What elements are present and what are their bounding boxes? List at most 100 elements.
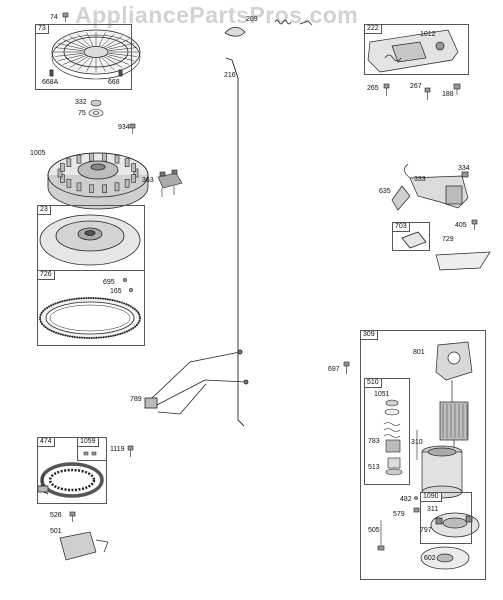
label-209: 209	[246, 16, 258, 23]
box-309: 309	[360, 330, 486, 580]
fan-blade	[131, 174, 137, 183]
box-1059: 1059	[77, 437, 107, 461]
label-1119: 1119	[110, 446, 125, 453]
label-332: 332	[75, 99, 87, 106]
fan-blade	[114, 154, 120, 164]
screen-spoke	[106, 55, 129, 65]
box-474: 474	[37, 437, 107, 504]
box-474-number: 474	[38, 438, 55, 447]
screen-spoke	[86, 57, 94, 72]
flywheel-ring-assembly	[39, 214, 141, 266]
ring-gear	[39, 297, 141, 339]
box-1059-number: 1059	[78, 438, 99, 447]
fan-blade	[76, 182, 82, 192]
fan-blade	[59, 163, 65, 172]
label-513: 513	[368, 464, 380, 471]
label-1012: 1012	[420, 31, 436, 38]
label-267: 267	[410, 83, 422, 90]
box-309-number: 309	[361, 331, 378, 340]
box-222: 222	[364, 24, 469, 75]
starter-end-cap	[430, 512, 480, 538]
box-703-number: 703	[393, 223, 410, 232]
fan-blade	[102, 184, 107, 194]
screen-spoke	[101, 33, 115, 47]
label-334: 334	[458, 165, 470, 172]
screen-spoke	[55, 47, 84, 51]
label-1051: 1051	[374, 391, 390, 398]
wire-link	[225, 57, 245, 427]
screw-74	[62, 12, 69, 22]
screen-spoke	[108, 47, 137, 51]
control-cable	[144, 349, 249, 415]
label-526: 526	[50, 512, 62, 519]
screen-spoke	[58, 54, 85, 61]
screen-spoke	[101, 57, 115, 71]
label-729: 729	[442, 236, 454, 243]
screen-spoke	[63, 39, 86, 49]
box-73-number: 73	[36, 25, 49, 34]
screen-spoke	[77, 33, 91, 47]
label-602: 602	[424, 555, 436, 562]
box-1090: 1090	[420, 492, 472, 544]
box-510: 510	[364, 378, 410, 485]
label-311: 311	[427, 506, 439, 513]
fan-blade	[66, 158, 72, 168]
label-695: 695	[103, 279, 115, 286]
screen-spoke	[55, 53, 84, 57]
label-635: 635	[379, 188, 391, 195]
label-216: 216	[224, 72, 236, 79]
box-1090-number: 1090	[421, 493, 442, 502]
screen-spoke	[77, 57, 91, 71]
stator	[37, 462, 104, 498]
label-783: 783	[368, 438, 380, 445]
label-934: 934	[118, 124, 130, 131]
screen-spoke	[107, 43, 134, 50]
rectifier	[59, 531, 109, 561]
fan-blade	[76, 154, 82, 164]
screen-spoke	[58, 43, 85, 50]
screen-spoke	[69, 56, 89, 68]
flywheel	[47, 152, 149, 210]
armature-screws	[157, 169, 183, 197]
label-75: 75	[78, 110, 86, 117]
label-697: 697	[328, 366, 340, 373]
starter-flywheel-screen	[49, 29, 141, 80]
box-73: 73	[35, 24, 132, 90]
label-333: 333	[414, 176, 426, 183]
label-1005: 1005	[30, 150, 46, 157]
label-789: 789	[130, 396, 142, 403]
box-23: 23	[37, 205, 145, 271]
box-510-number: 510	[365, 379, 382, 388]
label-501: 501	[50, 528, 62, 535]
label-265: 265	[367, 85, 379, 92]
label-801: 801	[413, 349, 425, 356]
fan-blade	[89, 152, 94, 162]
label-310: 310	[411, 439, 423, 446]
starter-drive	[383, 399, 403, 476]
label-797: 797	[420, 527, 432, 534]
fan-blade	[124, 178, 130, 188]
fan-blade	[114, 182, 120, 192]
nut-washer	[88, 99, 104, 117]
label-668: 668	[108, 79, 120, 86]
box-703: 703	[392, 222, 430, 251]
screen-spoke	[108, 53, 137, 57]
box-726-number: 726	[38, 271, 55, 280]
fan-blade	[66, 178, 72, 188]
label-363: 363	[142, 177, 154, 184]
screen-spoke	[103, 56, 123, 68]
governor-spring	[224, 19, 313, 37]
label-579: 579	[393, 511, 405, 518]
label-74: 74	[50, 14, 58, 21]
fan-blade	[124, 158, 130, 168]
label-668A: 668A	[42, 79, 59, 86]
label-165: 165	[110, 288, 122, 295]
label-482: 482	[400, 496, 412, 503]
label-405: 405	[455, 222, 467, 229]
box-726: 726	[37, 270, 145, 346]
box-23-number: 23	[38, 206, 51, 215]
label-188: 188	[442, 91, 454, 98]
air-vane	[435, 251, 491, 271]
